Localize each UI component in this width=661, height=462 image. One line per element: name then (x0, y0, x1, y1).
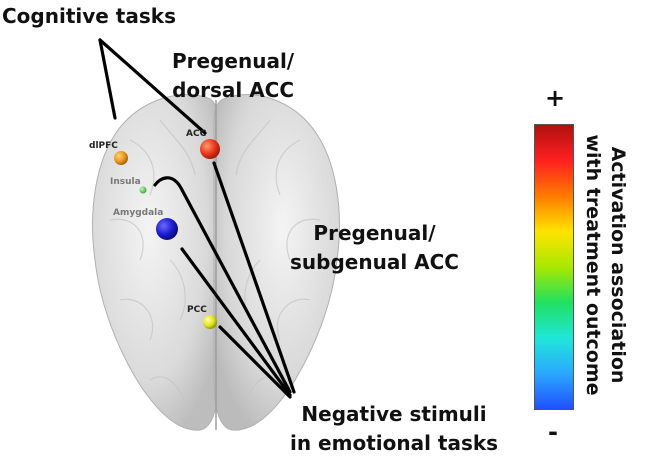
right-hemisphere (213, 94, 340, 431)
pregenual-dorsal-acc-label: Pregenual/ dorsal ACC (172, 47, 294, 105)
dlpfc-label: dlPFC (89, 141, 118, 151)
colorbar (534, 124, 574, 410)
cognitive-tasks-label: Cognitive tasks (2, 4, 176, 28)
pregenual-dorsal-acc-line1: Pregenual/ (172, 49, 295, 73)
amygdala-label: Amygdala (113, 208, 164, 218)
pregenual-subgenual-acc-line1: Pregenual/ (313, 221, 436, 245)
colorbar-title-line1: Activation association (607, 146, 629, 384)
colorbar-title: Activation association with treatment ou… (580, 134, 630, 395)
pcc-marker (203, 315, 217, 329)
connector-lines (98, 38, 296, 399)
pregenual-dorsal-acc-line2: dorsal ACC (172, 78, 295, 102)
line-negative-to-acc (212, 161, 296, 394)
pregenual-subgenual-acc-label: Pregenual/ subgenual ACC (290, 219, 459, 277)
acc-marker (200, 139, 220, 159)
amygdala-marker (156, 218, 178, 240)
colorbar-title-line2: with treatment outcome (582, 134, 604, 396)
line-cognitive-to-acc (98, 38, 207, 135)
insula-marker (139, 186, 147, 194)
colorbar-plus-label: + (545, 84, 566, 112)
line-negative-to-amygdala (180, 247, 292, 397)
negative-stimuli-line2: in emotional tasks (290, 431, 499, 455)
dlpfc-marker (114, 151, 128, 165)
line-negative-to-pcc (218, 325, 292, 399)
acc-label: ACC (186, 129, 207, 139)
line-cognitive-to-dlpfc (98, 38, 117, 120)
colorbar-minus-label: - (548, 418, 558, 446)
insula-label: Insula (110, 177, 141, 187)
negative-stimuli-label: Negative stimuli in emotional tasks (290, 400, 498, 458)
pcc-label: PCC (187, 305, 207, 315)
line-negative-to-insula (153, 176, 292, 394)
pregenual-subgenual-acc-line2: subgenual ACC (290, 250, 459, 274)
negative-stimuli-line1: Negative stimuli (301, 402, 487, 426)
